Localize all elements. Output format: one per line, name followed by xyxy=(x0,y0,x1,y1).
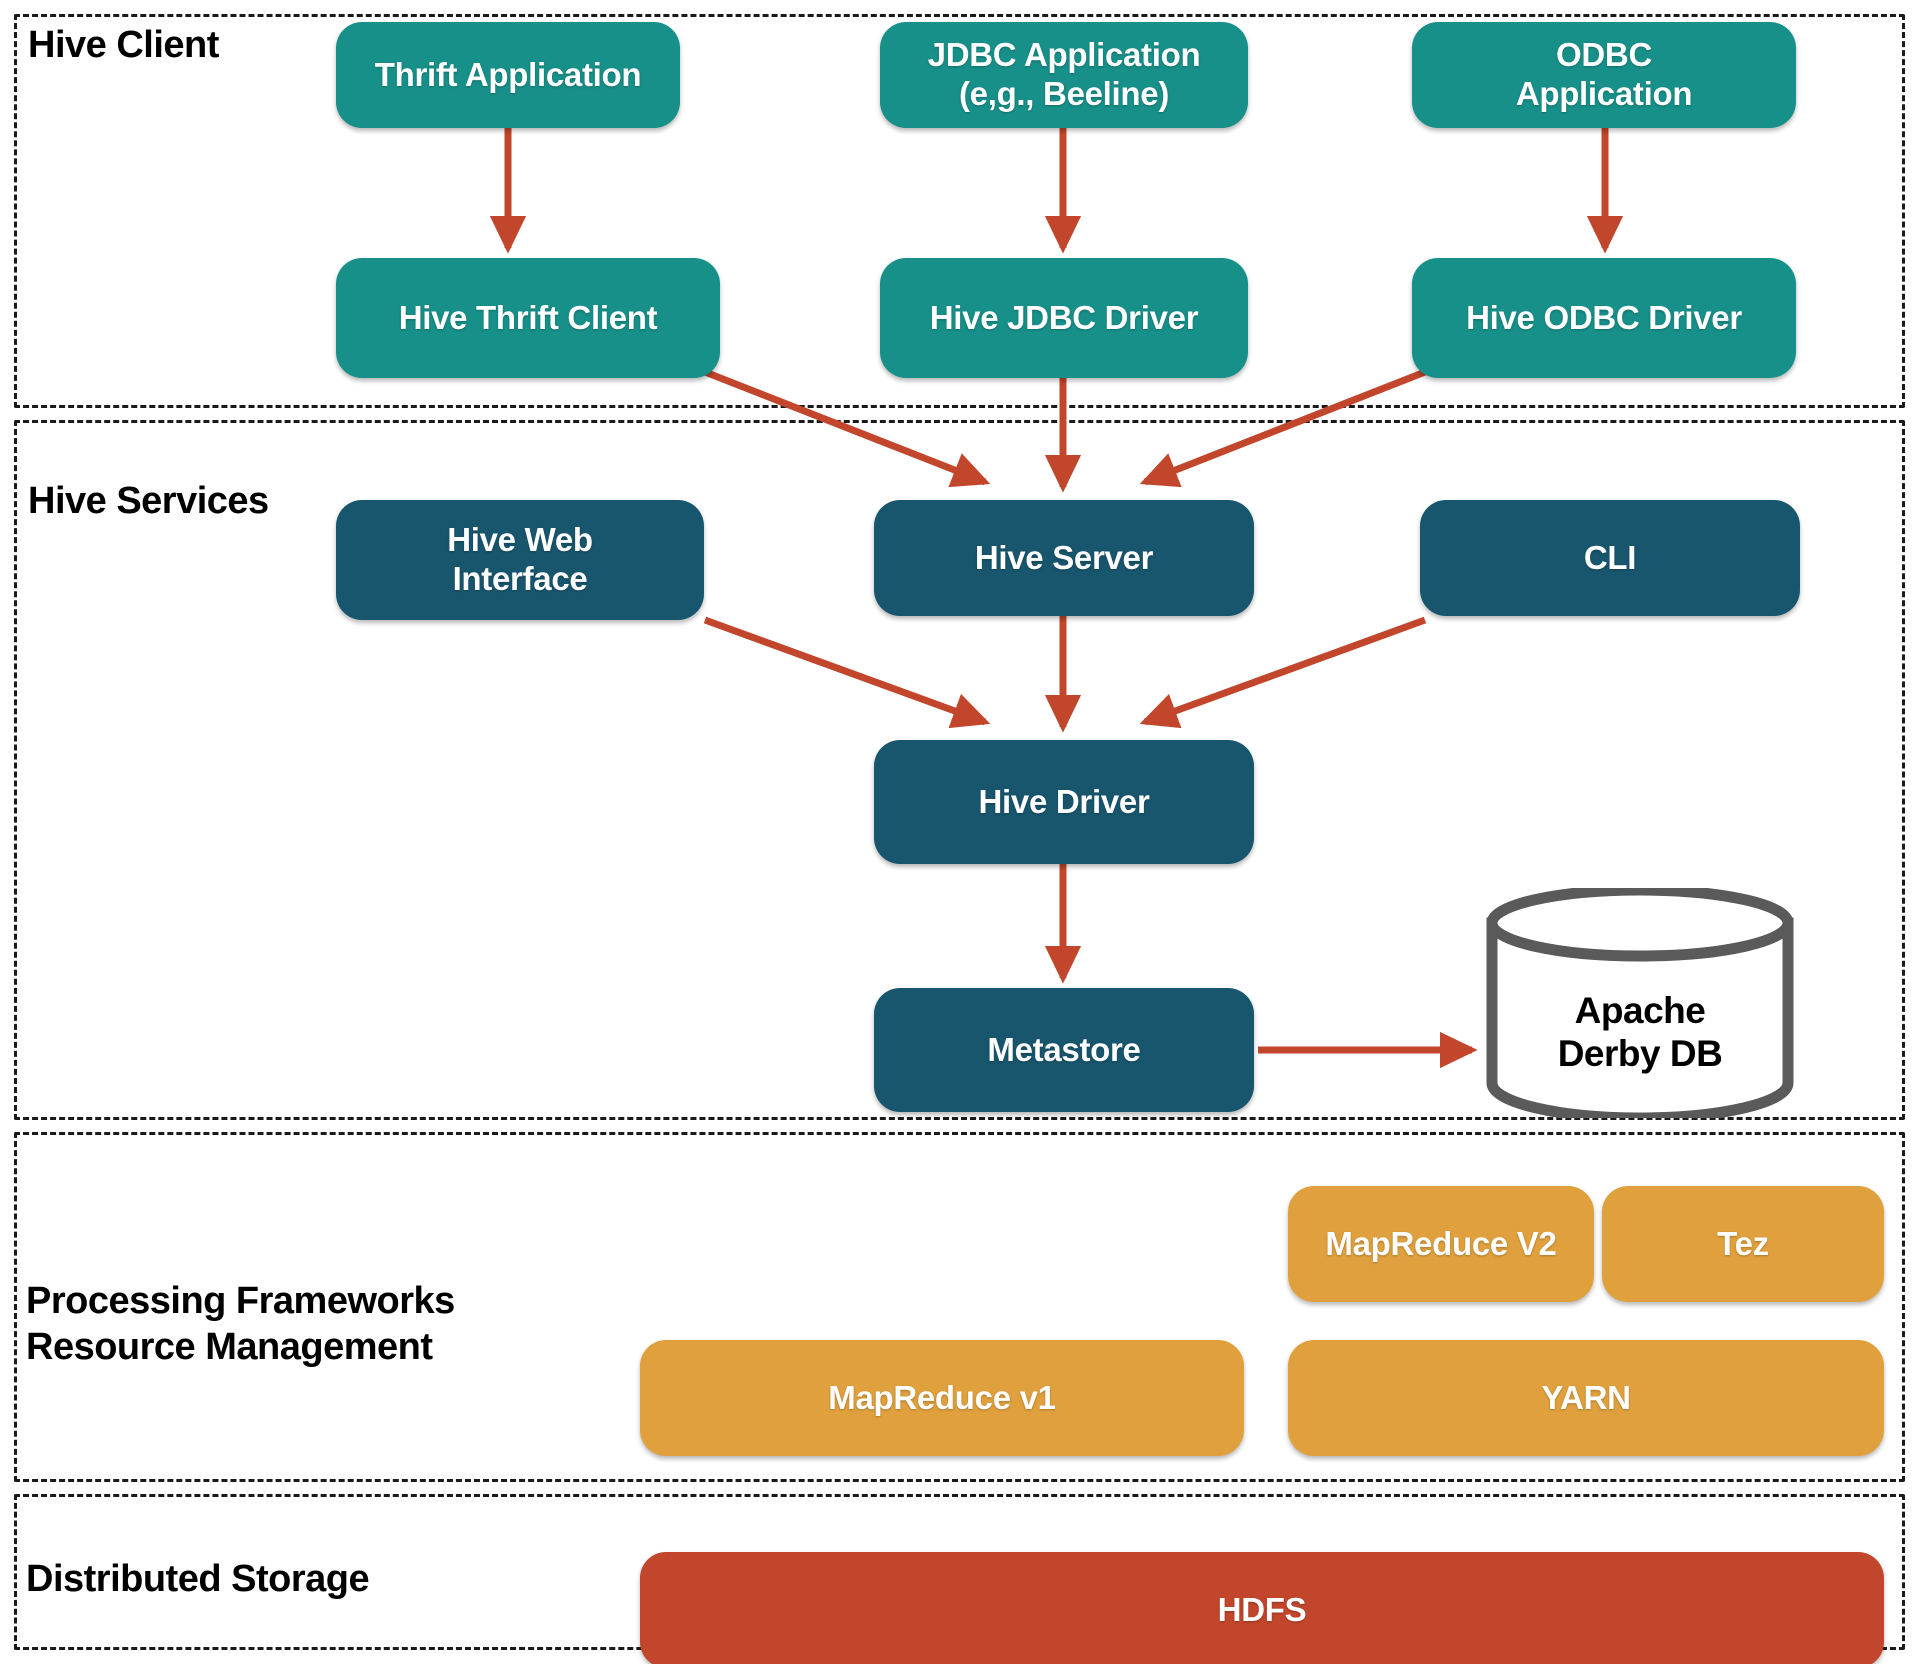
node-metastore[interactable]: Metastore xyxy=(874,988,1254,1112)
node-mapreduce-v2[interactable]: MapReduce V2 xyxy=(1288,1186,1594,1302)
node-jdbc-application[interactable]: JDBC Application (e,g., Beeline) xyxy=(880,22,1248,128)
node-hive-web-interface[interactable]: Hive Web Interface xyxy=(336,500,704,620)
cylinder-body xyxy=(1486,917,1794,1118)
band-processing xyxy=(14,1132,1905,1482)
band-title-hive-services: Hive Services xyxy=(28,480,269,522)
node-hive-odbc-driver[interactable]: Hive ODBC Driver xyxy=(1412,258,1796,378)
node-mapreduce-v1[interactable]: MapReduce v1 xyxy=(640,1340,1244,1456)
apache-derby-db-label: Apache Derby DB xyxy=(1557,990,1723,1074)
node-hive-server[interactable]: Hive Server xyxy=(874,500,1254,616)
node-yarn[interactable]: YARN xyxy=(1288,1340,1884,1456)
node-hive-thrift-client[interactable]: Hive Thrift Client xyxy=(336,258,720,378)
cylinder-top xyxy=(1486,888,1794,962)
band-title-storage: Distributed Storage xyxy=(26,1558,370,1600)
node-cli[interactable]: CLI xyxy=(1420,500,1800,616)
node-apache-derby-db[interactable] xyxy=(1480,888,1800,1118)
node-thrift-application[interactable]: Thrift Application xyxy=(336,22,680,128)
node-hdfs[interactable]: HDFS xyxy=(640,1552,1884,1664)
node-odbc-application[interactable]: ODBC Application xyxy=(1412,22,1796,128)
node-tez[interactable]: Tez xyxy=(1602,1186,1884,1302)
node-hive-driver[interactable]: Hive Driver xyxy=(874,740,1254,864)
node-hive-jdbc-driver[interactable]: Hive JDBC Driver xyxy=(880,258,1248,378)
band-title-processing: Processing Frameworks Resource Managemen… xyxy=(26,1280,455,1369)
band-title-hive-client: Hive Client xyxy=(28,24,219,66)
